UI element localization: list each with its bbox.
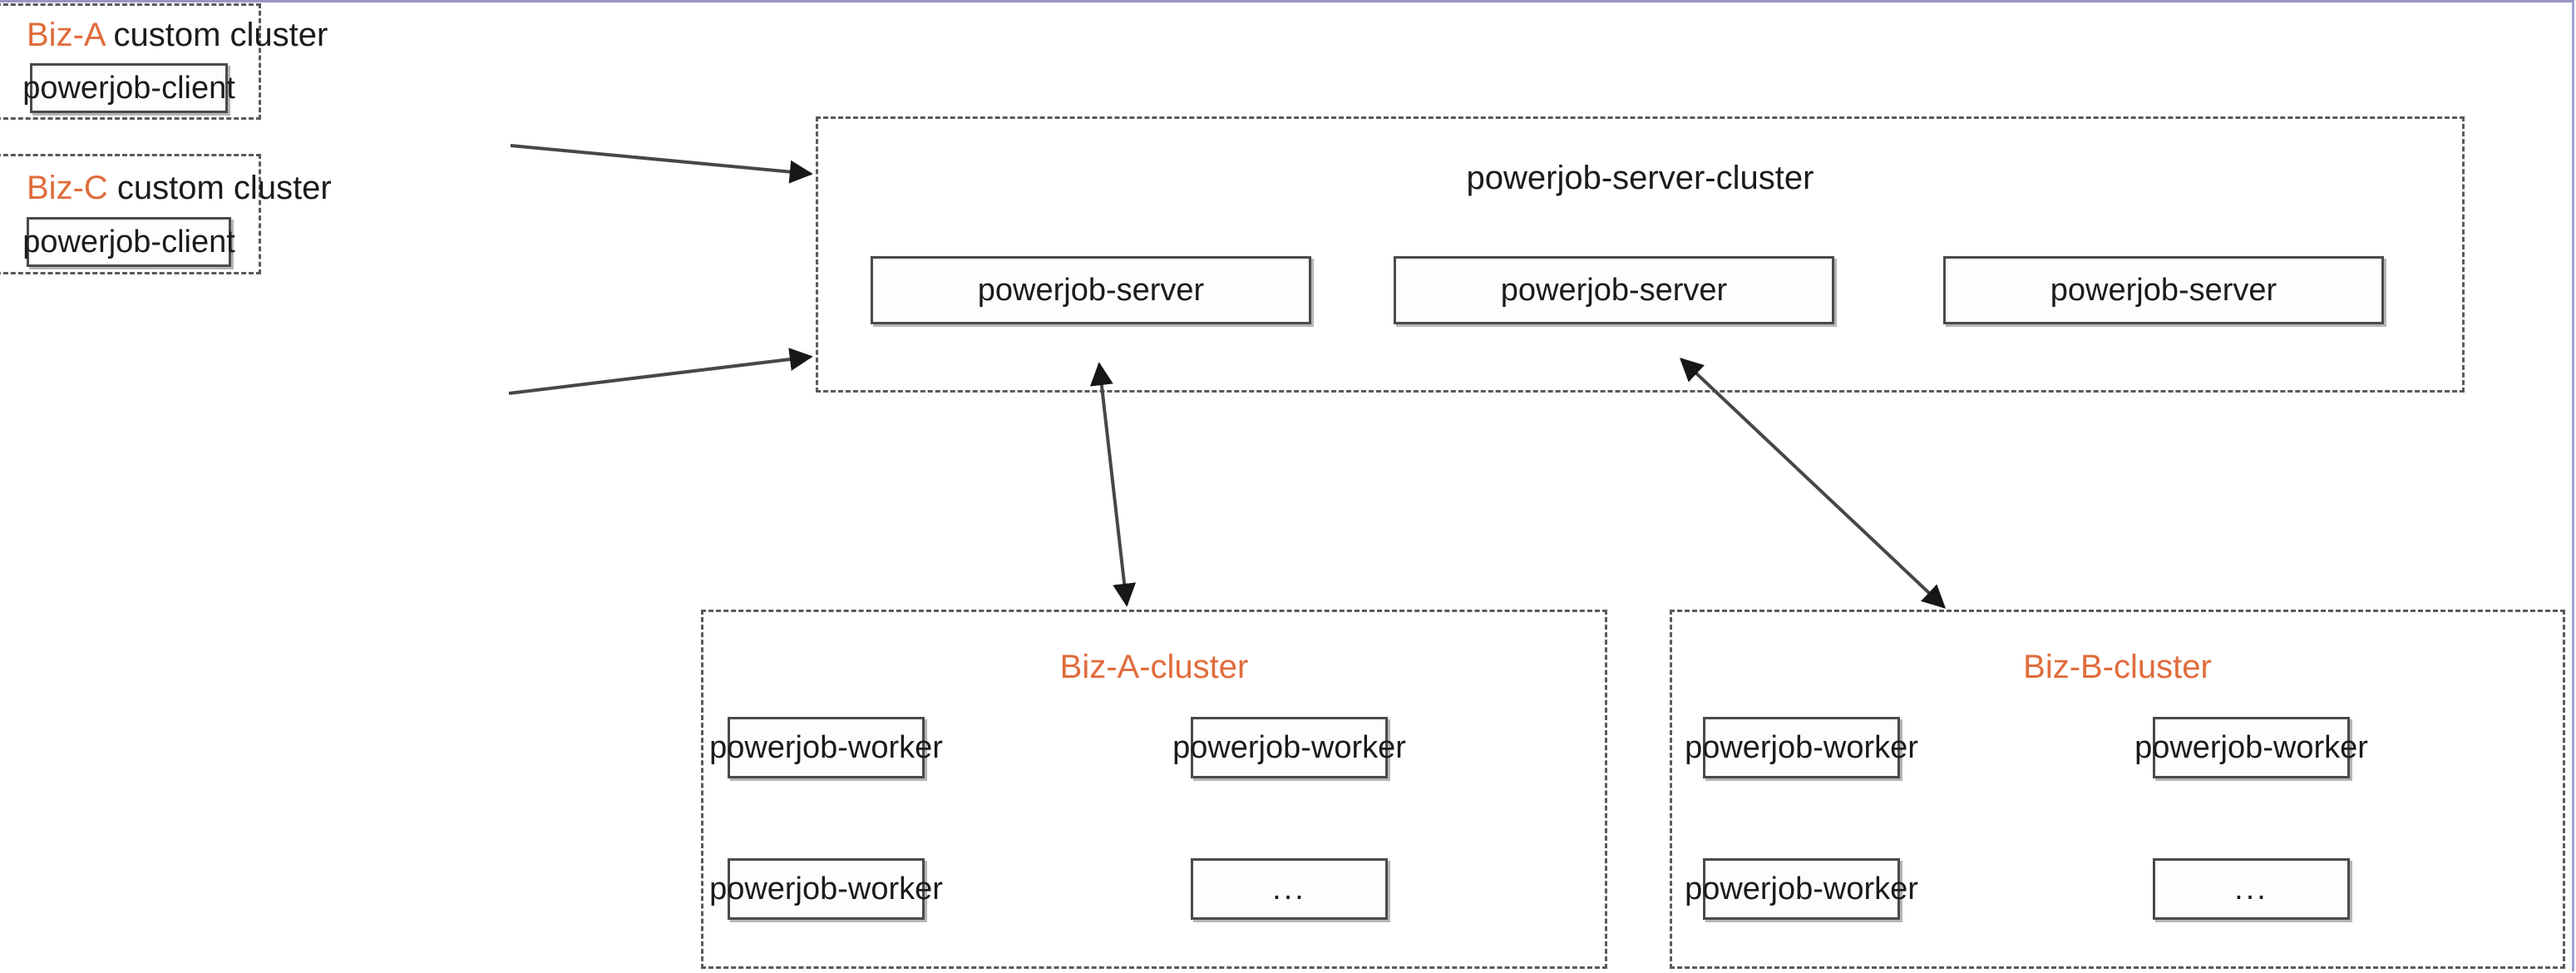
node-powerjob-server-2[interactable]: powerjob-server: [1394, 256, 1834, 324]
node-label: powerjob-worker: [709, 872, 943, 906]
node-label: powerjob-server: [2050, 273, 2277, 308]
cluster-title-biz-a-cluster: Biz-A-cluster: [1059, 649, 1249, 685]
cluster-title-biz-c-custom-cluster: Biz-C custom cluster: [27, 171, 332, 205]
node-powerjob-worker-a-3[interactable]: powerjob-worker: [709, 858, 943, 920]
node-label: powerjob-client: [22, 71, 235, 106]
node-powerjob-server-1[interactable]: powerjob-server: [871, 256, 1311, 324]
cluster-biz-c-custom-cluster[interactable]: [0, 154, 261, 274]
node-label: powerjob-server: [977, 273, 1205, 308]
node-powerjob-server-3[interactable]: powerjob-server: [1943, 256, 2384, 324]
node-label: ...: [1272, 872, 1306, 906]
arrow-server-2-to-biz-b-cluster: [1679, 358, 1947, 609]
node-powerjob-worker-a-1[interactable]: powerjob-worker: [709, 717, 943, 778]
node-label: powerjob-client: [22, 225, 235, 259]
node-worker-overflow-a[interactable]: ...: [1191, 858, 1388, 920]
node-label: ...: [2234, 872, 2268, 906]
cluster-biz-b-cluster[interactable]: [1670, 610, 2565, 969]
node-powerjob-worker-b-2[interactable]: powerjob-worker: [2134, 717, 2368, 778]
cluster-powerjob-server-cluster[interactable]: [816, 116, 2465, 393]
arrow-biz-a-client-to-server-cluster: [510, 144, 813, 184]
node-powerjob-worker-b-1[interactable]: powerjob-worker: [1685, 717, 1918, 778]
node-powerjob-worker-b-3[interactable]: powerjob-worker: [1685, 858, 1918, 920]
node-powerjob-worker-a-2[interactable]: powerjob-worker: [1172, 717, 1406, 778]
node-label: powerjob-worker: [2134, 730, 2368, 765]
node-label: powerjob-worker: [1685, 872, 1918, 906]
node-label: powerjob-worker: [1172, 730, 1406, 765]
cluster-title-accent-biz-c: Biz-C: [27, 170, 108, 206]
arrow-server-1-to-biz-a-cluster: [1089, 362, 1137, 607]
node-label: powerjob-worker: [1685, 730, 1918, 765]
node-label: powerjob-server: [1500, 273, 1728, 308]
cluster-title-biz-b-cluster: Biz-B-cluster: [2023, 649, 2212, 685]
cluster-biz-a-cluster[interactable]: [701, 610, 1607, 969]
node-powerjob-client-biz-c[interactable]: powerjob-client: [22, 217, 235, 267]
arrow-biz-c-client-to-server-cluster: [508, 348, 813, 395]
cluster-title-rest-biz-a: custom cluster: [104, 17, 328, 53]
cluster-title-powerjob-server-cluster: powerjob-server-cluster: [1466, 160, 1814, 196]
node-powerjob-client-biz-a[interactable]: powerjob-client: [22, 63, 235, 113]
cluster-biz-a-custom-cluster[interactable]: [0, 3, 261, 120]
node-label: powerjob-worker: [709, 730, 943, 765]
cluster-title-rest-biz-c: custom cluster: [107, 170, 332, 206]
cluster-title-accent-biz-a: Biz-A: [27, 17, 105, 53]
cluster-title-biz-a-custom-cluster: Biz-A custom cluster: [27, 18, 328, 52]
node-worker-overflow-b[interactable]: ...: [2153, 858, 2350, 920]
